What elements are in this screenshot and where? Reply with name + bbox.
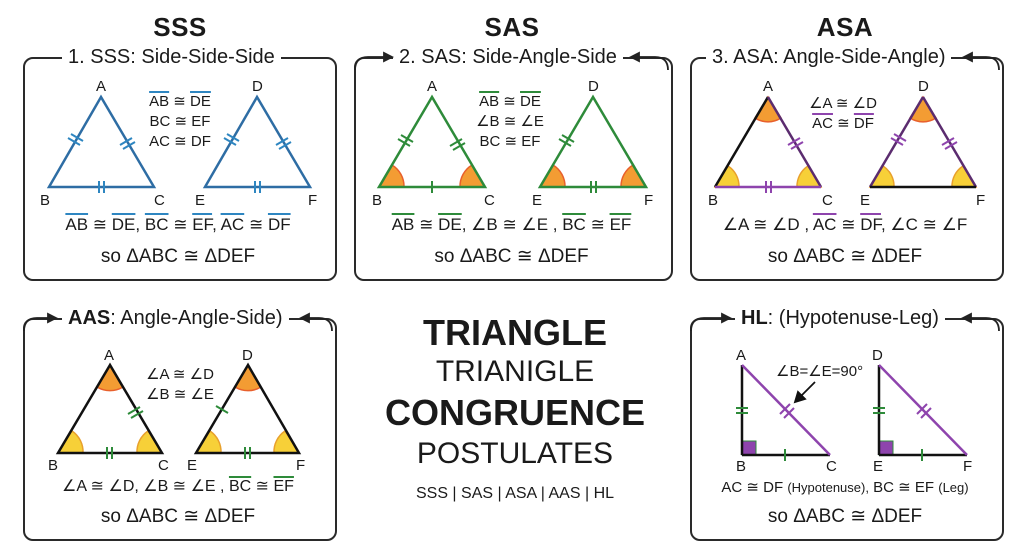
main-title-line1: TRIANGLE <box>423 312 607 353</box>
vertex-label-d: D <box>588 78 599 95</box>
vertex-label-c: C <box>158 457 169 474</box>
vertex-label-f: F <box>308 192 318 209</box>
vertex-label-f: F <box>963 458 973 475</box>
panel-aas-title: AAS: Angle-Angle-Side) <box>62 306 289 330</box>
heading-sas: SAS <box>484 12 540 42</box>
sas-conclusion: so ΔABC ≅ ΔDEF <box>434 246 589 267</box>
vertex-label-e: E <box>532 192 543 209</box>
aas-triangles <box>55 362 302 459</box>
vertex-label-f: F <box>644 192 654 209</box>
vertex-label-d: D <box>242 347 253 364</box>
sas-triangles <box>376 94 649 193</box>
vertex-label-f: F <box>296 457 306 474</box>
vertex-label-b: B <box>48 457 59 474</box>
sss-statement: AB ≅ DE, BC ≅ EF, AC ≅ DF <box>65 215 291 234</box>
panel-asa-title: 3. ASA: Angle-Side-Angle) <box>706 45 952 69</box>
hl-conclusion: so ΔABC ≅ ΔDEF <box>767 506 923 527</box>
asa-conclusion: so ΔABC ≅ ΔDEF <box>767 246 923 267</box>
annotation-arrow <box>793 381 816 404</box>
vertex-label-a: A <box>427 78 438 95</box>
vertex-label-a: A <box>763 78 774 95</box>
vertex-label-b: B <box>372 192 383 209</box>
main-title-line2: TRIANIGLE <box>435 355 595 388</box>
asa-triangles <box>713 95 978 193</box>
postulate-list: SSS | SAS | ASA | AAS | HL <box>415 485 615 502</box>
sss-given: AB ≅ DE BC ≅ EF AC ≅ DF <box>149 93 211 150</box>
vertex-label-c: C <box>822 192 833 209</box>
panel-sss <box>23 57 337 281</box>
vertex-label-a: A <box>96 78 107 95</box>
main-title-line4: POSTULATES <box>416 437 614 470</box>
sas-statement: AB ≅ DE, ∠B ≅ ∠E , BC ≅ EF <box>391 215 632 234</box>
panel-sas-title: 2. SAS: Side-Angle-Side <box>393 45 623 69</box>
asa-statement: ∠A ≅ ∠D , AC ≅ DF, ∠C ≅ ∠F <box>722 215 968 234</box>
vertex-label-c: C <box>826 458 837 475</box>
asa-given: ∠A ≅ ∠D AC ≅ DF <box>809 95 877 132</box>
vertex-label-f: F <box>976 192 986 209</box>
vertex-label-d: D <box>252 78 263 95</box>
panel-sas <box>354 57 673 281</box>
vertex-label-e: E <box>187 457 198 474</box>
vertex-label-c: C <box>154 192 165 209</box>
heading-asa: ASA <box>816 12 874 42</box>
main-title-line3: CONGRUENCE <box>384 392 645 433</box>
hl-statement: AC ≅ DF (Hypotenuse), BC ≅ EF (Leg) <box>721 479 969 496</box>
sas-given: AB ≅ DE ∠B ≅ ∠E BC ≅ EF <box>476 93 544 150</box>
heading-sss: SSS <box>153 12 207 42</box>
vertex-label-d: D <box>918 78 929 95</box>
vertex-label-b: B <box>40 192 51 209</box>
vertex-label-a: A <box>104 347 115 364</box>
sss-conclusion: so ΔABC ≅ ΔDEF <box>100 246 256 267</box>
sss-triangles <box>46 94 313 193</box>
panel-asa <box>690 57 1004 281</box>
vertex-label-e: E <box>195 192 206 209</box>
panel-hl-title: HL: (Hypotenuse-Leg) <box>735 306 945 330</box>
hl-annotation: ∠B=∠E=90° <box>776 363 864 380</box>
vertex-label-a: A <box>736 347 747 364</box>
vertex-label-e: E <box>873 458 884 475</box>
hl-triangles <box>736 364 968 461</box>
panel-sss-title: 1. SSS: Side-Side-Side <box>62 45 281 69</box>
vertex-label-d: D <box>872 347 883 364</box>
vertex-label-b: B <box>736 458 747 475</box>
aas-conclusion: so ΔABC ≅ ΔDEF <box>100 506 256 527</box>
vertex-label-c: C <box>484 192 495 209</box>
aas-given: ∠A ≅ ∠D ∠B ≅ ∠E <box>146 366 214 403</box>
vertex-label-b: B <box>708 192 719 209</box>
aas-statement: ∠A ≅ ∠D, ∠B ≅ ∠E , BC ≅ EF <box>62 478 294 495</box>
vertex-label-e: E <box>860 192 871 209</box>
